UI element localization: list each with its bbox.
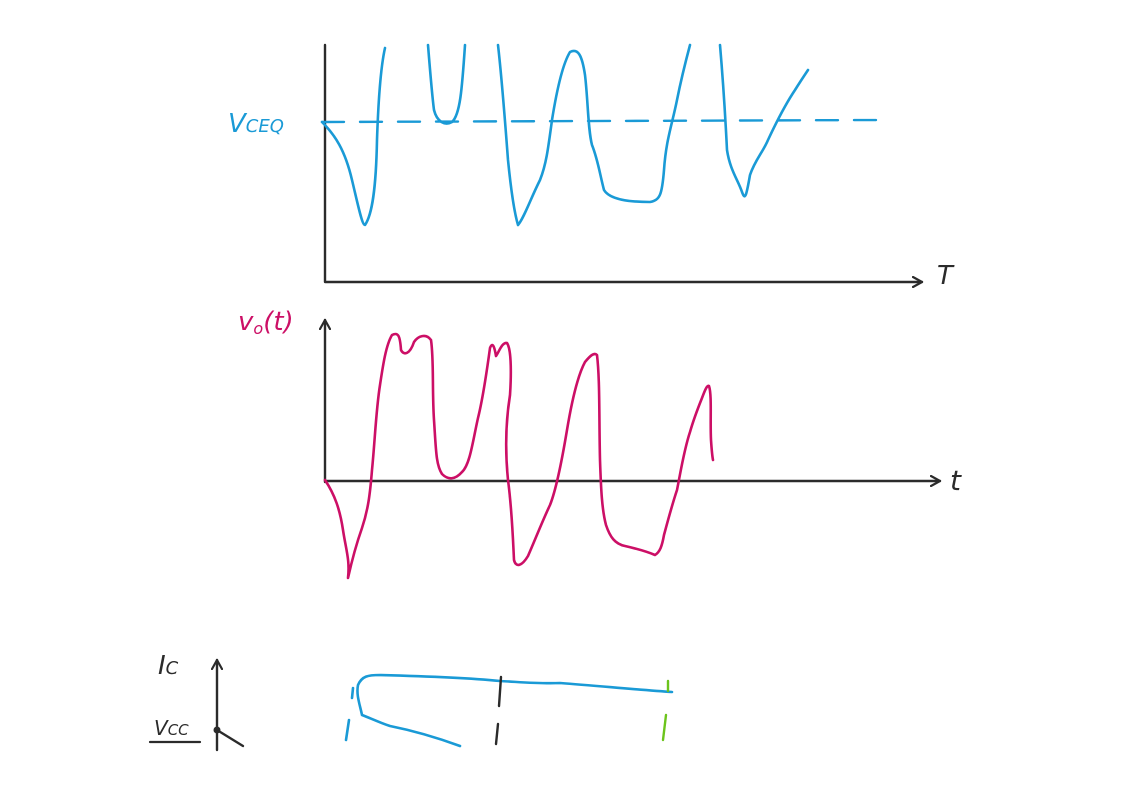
middle-plot: vo(t) t [238, 307, 962, 580]
output-waveform [323, 332, 715, 580]
vcc-label: VCC [154, 716, 189, 740]
bottom-plot: IC VCC [148, 651, 674, 752]
top-axes [323, 43, 924, 282]
top-x-axis-label: T [937, 261, 955, 291]
top-plot: VCEQ T [228, 43, 955, 291]
top-waveform [320, 43, 810, 227]
vo-label: vo(t) [238, 307, 294, 338]
load-line-start [215, 728, 245, 748]
middle-x-axis-label: t [950, 464, 962, 497]
collector-current-trace [344, 673, 674, 748]
ic-label: IC [158, 651, 179, 681]
vceq-label: VCEQ [228, 109, 284, 139]
vceq-dashed-line [320, 118, 884, 124]
time-marker-2 [661, 679, 670, 742]
time-marker-1 [494, 675, 503, 746]
